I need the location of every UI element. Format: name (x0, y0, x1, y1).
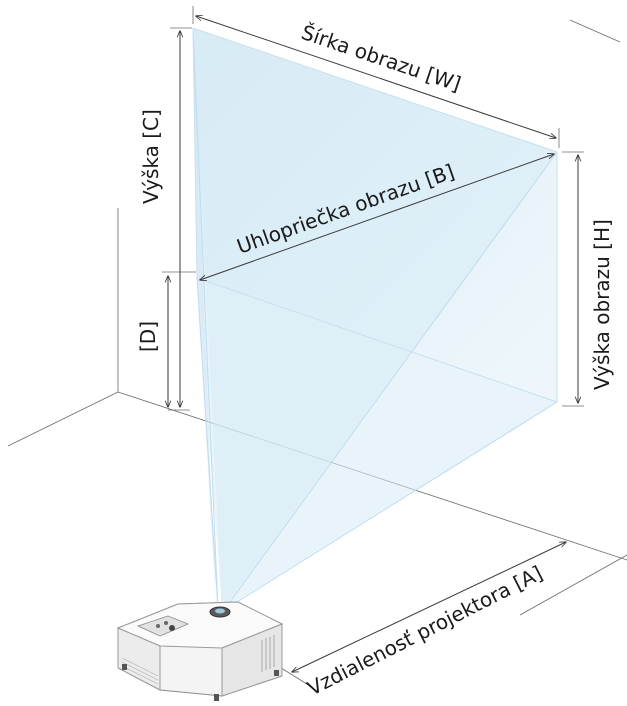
image-height-label: Výška obrazu [H] (590, 219, 614, 390)
foot (214, 694, 219, 701)
offset-d-label: [D] (136, 321, 160, 352)
foot (122, 664, 127, 670)
button-icon (164, 621, 168, 625)
height-c-label: Výška [C] (139, 109, 163, 204)
projector-distance-label: Vzdialenosť projektora [A] (303, 561, 546, 701)
projection-cone (192, 27, 558, 611)
foot (274, 670, 279, 676)
button-icon (156, 624, 160, 628)
vertical-dimensions: Výška [C] [D] (136, 27, 196, 411)
projector (116, 601, 284, 701)
power-icon (169, 625, 175, 631)
control-panel (136, 615, 190, 637)
height-dimension: Výška obrazu [H] (562, 151, 614, 407)
